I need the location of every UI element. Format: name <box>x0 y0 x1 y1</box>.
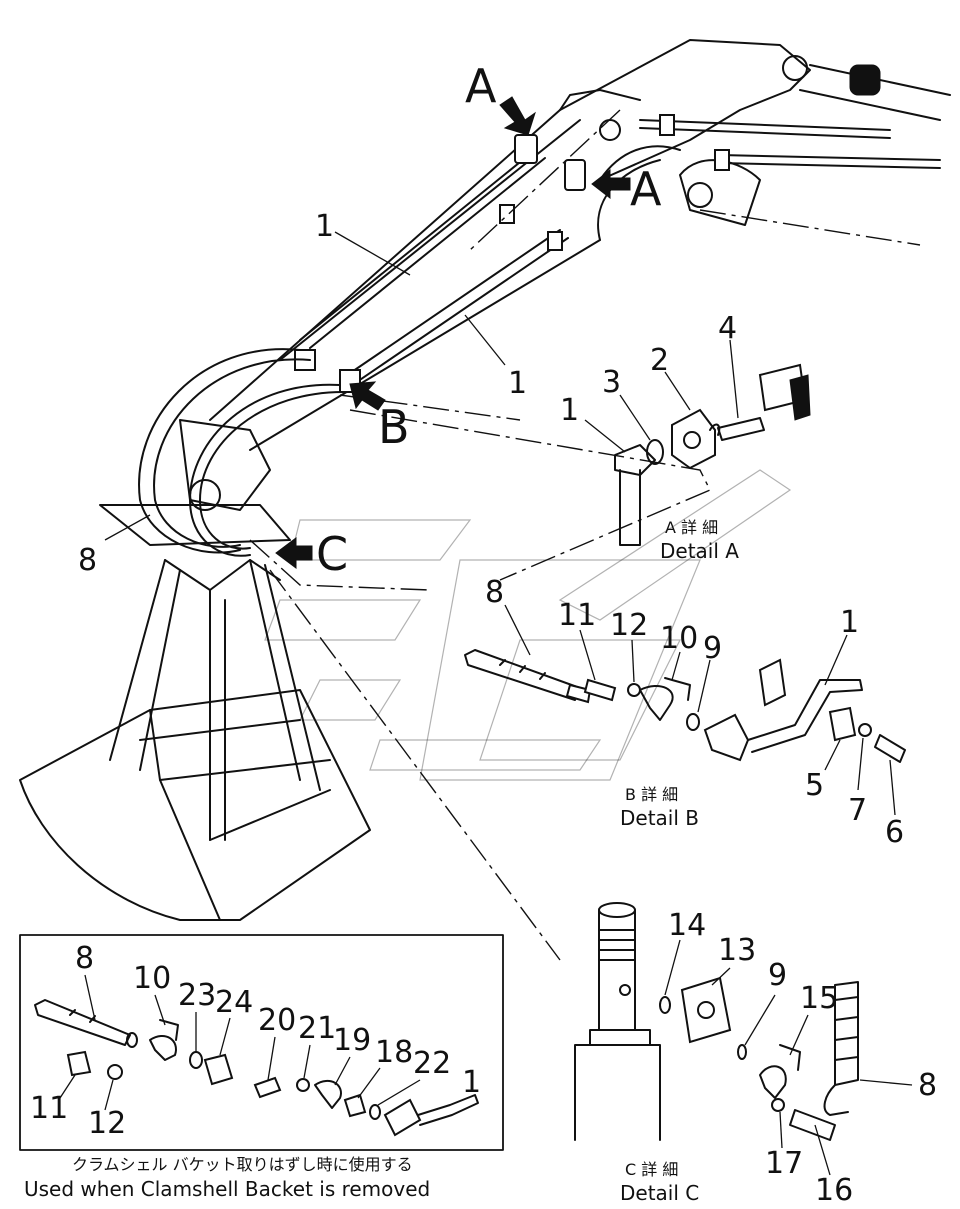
detail-arrows: A A B C <box>275 59 662 581</box>
arrow-a-right-icon <box>591 168 631 200</box>
callout-a-2: 2 <box>650 343 669 378</box>
callout-b-1: 1 <box>840 605 859 640</box>
callout-c-17: 17 <box>765 1146 803 1181</box>
detail-b: 8 11 12 10 9 1 5 7 6 B 詳 細 Detail B <box>464 575 906 850</box>
callout-i-12: 12 <box>88 1106 126 1141</box>
arrow-c-icon <box>275 537 313 569</box>
arrow-b-label: B <box>378 400 410 454</box>
detail-c-title: Detail C <box>620 1181 699 1205</box>
arrow-a-top-label: A <box>465 59 497 113</box>
callout-c-8: 8 <box>918 1068 937 1103</box>
detail-c-jp: C 詳 細 <box>625 1160 678 1179</box>
inset-caption-en: Used when Clamshell Backet is removed <box>24 1177 430 1201</box>
detail-b-title: Detail B <box>620 806 699 830</box>
callout-i-10: 10 <box>133 961 171 996</box>
callout-c-9: 9 <box>768 958 787 993</box>
callout-i-19: 19 <box>333 1023 371 1058</box>
arrow-a-top-icon <box>499 96 536 136</box>
callout-c-14: 14 <box>668 908 706 943</box>
callout-1a: 1 <box>315 209 334 244</box>
callout-i-24: 24 <box>215 985 253 1020</box>
arrow-b-icon <box>349 381 386 411</box>
callout-b-8: 8 <box>485 575 504 610</box>
detail-b-jp: B 詳 細 <box>625 785 678 804</box>
callout-a-1: 1 <box>560 393 579 428</box>
callout-b-9: 9 <box>703 631 722 666</box>
callout-b-6: 6 <box>885 815 904 850</box>
callout-c-13: 13 <box>718 933 756 968</box>
callout-c-16: 16 <box>815 1173 853 1208</box>
inset-caption-jp: クラムシェル バケット取りはずし時に使用する <box>72 1155 413 1174</box>
reference-lines <box>249 109 921 961</box>
inset-panel: 8 10 23 24 20 21 19 18 22 1 11 12 クラムシェル… <box>19 934 504 1201</box>
callout-b-11: 11 <box>558 598 596 633</box>
detail-a-title: Detail A <box>660 539 739 563</box>
callout-c-15: 15 <box>800 981 838 1016</box>
detail-a-jp: A 詳 細 <box>665 518 718 537</box>
detail-c: 14 13 9 15 8 17 16 C 詳 細 Detail C <box>574 902 937 1208</box>
callout-i-8: 8 <box>75 941 94 976</box>
callout-1b: 1 <box>508 366 527 401</box>
callout-i-22: 22 <box>413 1046 451 1081</box>
callout-b-5: 5 <box>805 768 824 803</box>
arrow-a-right-label: A <box>630 162 662 216</box>
detail-a: 1 3 2 4 A 詳 細 Detail A <box>560 311 811 563</box>
callout-8: 8 <box>78 543 97 578</box>
callout-a-4: 4 <box>718 311 737 346</box>
main-callouts: 1 1 8 <box>78 209 527 578</box>
callout-a-3: 3 <box>602 365 621 400</box>
callout-b-10: 10 <box>660 621 698 656</box>
callout-i-1: 1 <box>462 1065 481 1100</box>
watermark-logo <box>264 469 792 781</box>
callout-i-23: 23 <box>178 978 216 1013</box>
callout-i-18: 18 <box>375 1035 413 1070</box>
callout-i-20: 20 <box>258 1003 296 1038</box>
callout-i-11: 11 <box>30 1091 68 1126</box>
callout-b-7: 7 <box>848 793 867 828</box>
callout-i-21: 21 <box>298 1011 336 1046</box>
callout-b-12: 12 <box>610 608 648 643</box>
arrow-c-label: C <box>316 527 348 581</box>
boom-assembly <box>19 39 951 921</box>
